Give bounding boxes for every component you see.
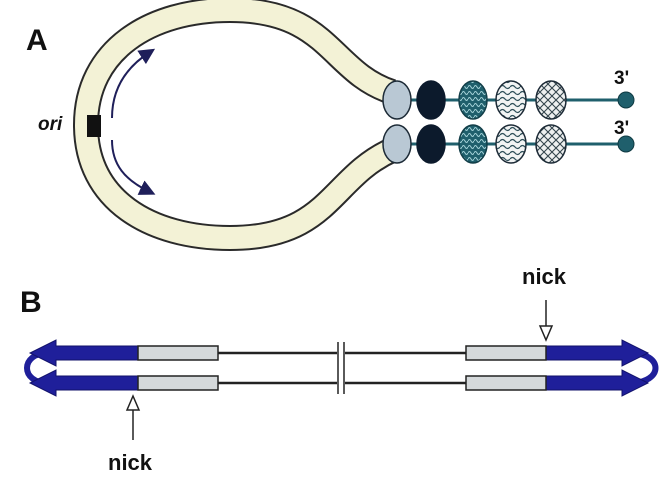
bead-teal — [459, 81, 487, 119]
blue-arrow-lower-left — [30, 370, 138, 396]
nick-arrowhead-down — [540, 326, 552, 340]
blue-arrow-upper-left — [30, 340, 138, 366]
linear-duplex — [218, 342, 468, 394]
bead-wavy — [496, 81, 526, 119]
nick-marker-bottom — [127, 396, 139, 440]
bead-wavy — [496, 125, 526, 163]
ori-block — [87, 115, 101, 137]
bead-crosshatch — [536, 81, 566, 119]
three-prime-label-upper: 3' — [614, 68, 629, 89]
bead-crosshatch — [536, 125, 566, 163]
bead-dark — [417, 125, 445, 163]
bead-light — [383, 125, 411, 163]
bead-end — [618, 92, 634, 108]
grey-segment-upper-left — [138, 346, 218, 360]
blue-arrow-lower-right — [546, 370, 648, 396]
panel-a-label: A — [26, 24, 48, 57]
bead-light — [383, 81, 411, 119]
blue-arrow-upper-right — [546, 340, 648, 366]
left-hairpin — [27, 340, 218, 396]
grey-segment-upper-right — [466, 346, 546, 360]
three-prime-label-lower: 3' — [614, 118, 629, 139]
bead-dark — [417, 81, 445, 119]
nick-marker-top — [540, 300, 552, 340]
nick-label-top: nick — [522, 264, 567, 289]
ori-label: ori — [38, 114, 63, 135]
plasmid-loop — [86, 10, 392, 238]
nick-label-bottom: nick — [108, 450, 153, 475]
grey-segment-lower-right — [466, 376, 546, 390]
grey-segment-lower-left — [138, 376, 218, 390]
bead-teal — [459, 125, 487, 163]
right-hairpin — [466, 340, 656, 396]
panel-b-label: B — [20, 286, 42, 319]
nick-arrowhead-up — [127, 396, 139, 410]
